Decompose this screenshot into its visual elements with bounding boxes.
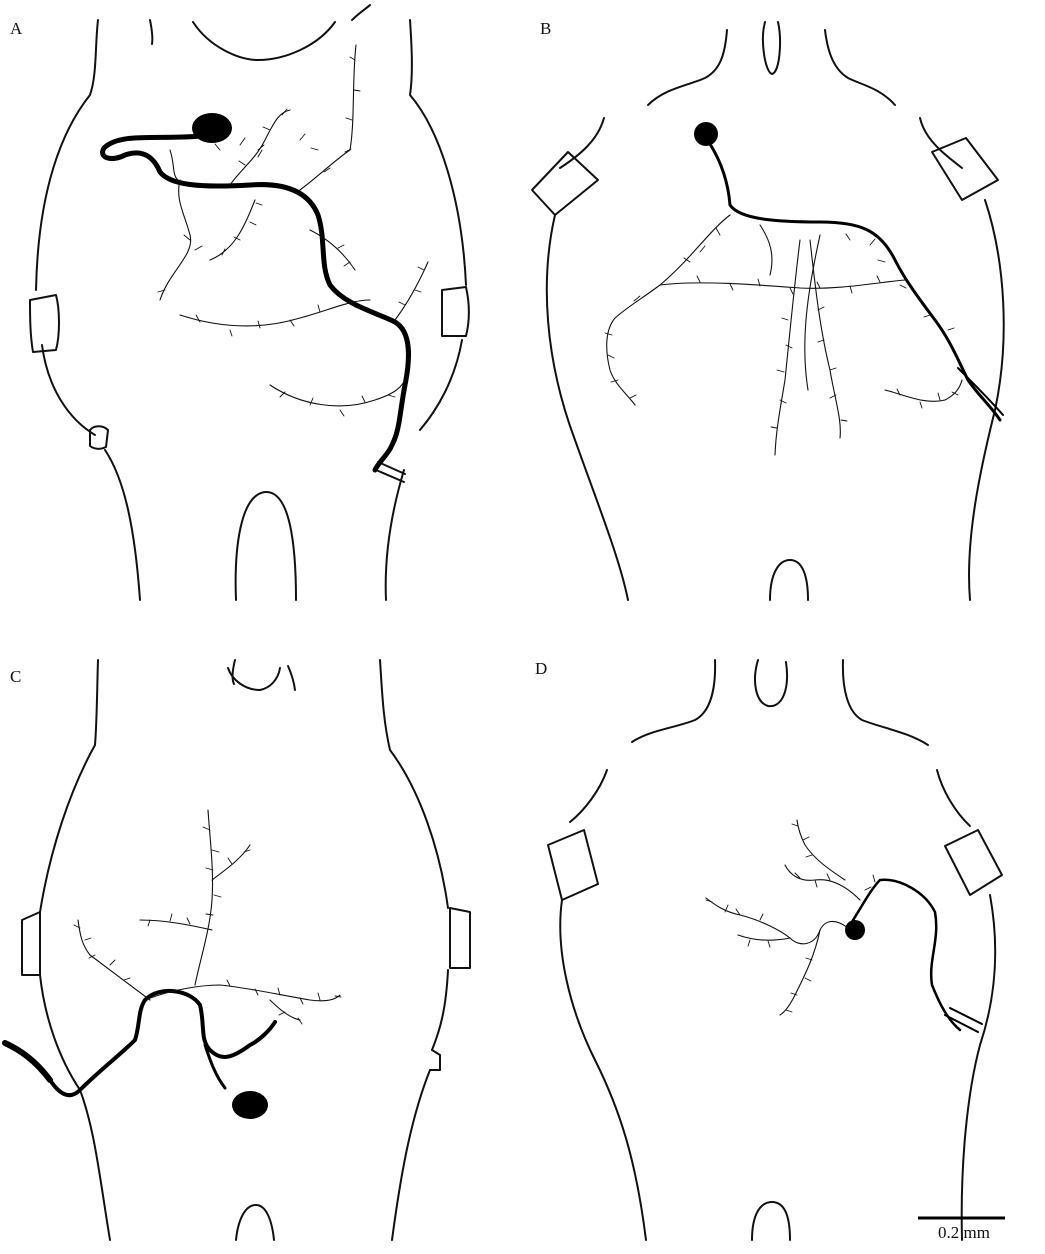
- panel-b: [532, 22, 1004, 600]
- panel-d: [548, 660, 1002, 1240]
- panel-c-ganglion-outline: [22, 660, 470, 1240]
- panel-c-neuron: [5, 810, 341, 1119]
- panel-a: [30, 5, 469, 600]
- scale-bar-label: 0.2 mm: [938, 1224, 990, 1241]
- panel-d-soma: [845, 920, 865, 940]
- panel-c-label: C: [10, 668, 21, 685]
- panel-d-neuron: [706, 820, 982, 1032]
- panel-c: [5, 660, 470, 1240]
- panel-a-neuron: [103, 45, 428, 470]
- panel-d-label: D: [535, 660, 547, 677]
- panel-c-soma: [232, 1091, 268, 1119]
- panel-b-ganglion-outline: [532, 22, 1004, 600]
- panel-b-label: B: [540, 20, 551, 37]
- panel-a-label: A: [10, 20, 22, 37]
- panel-a-ganglion-outline: [30, 5, 469, 600]
- panel-b-soma: [694, 122, 718, 146]
